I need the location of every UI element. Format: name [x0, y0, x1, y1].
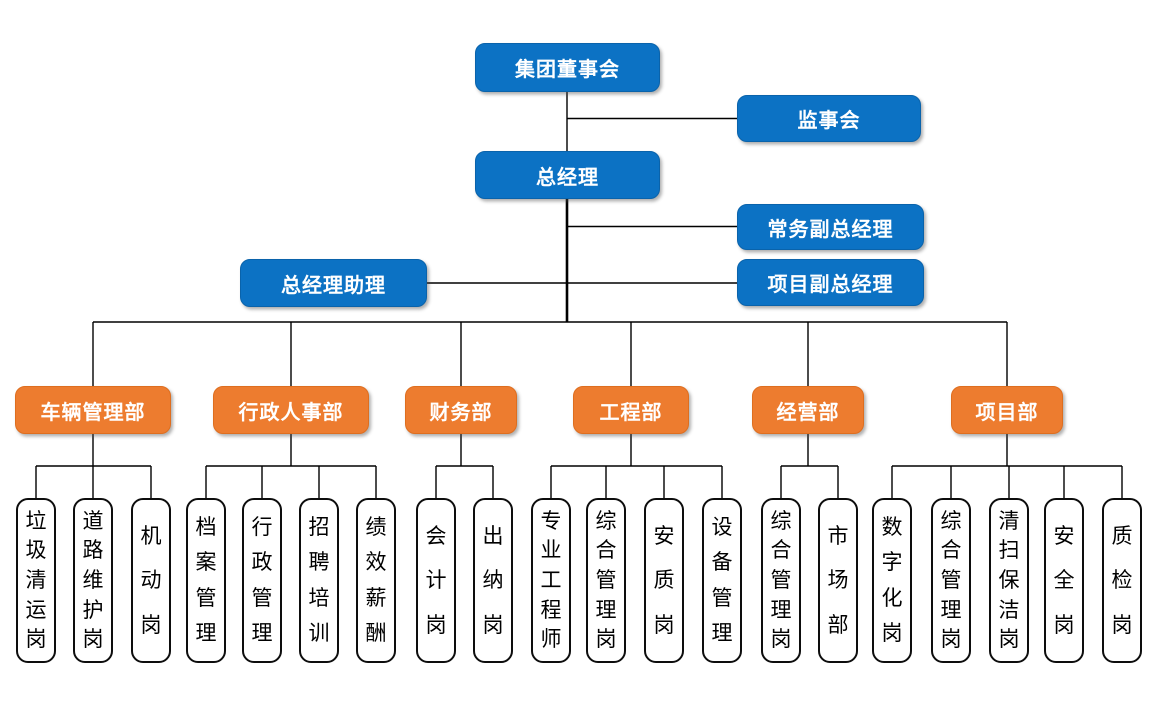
- leaf-label: 质检岗: [1111, 523, 1133, 637]
- leaf-label: 综合管理岗: [595, 508, 617, 652]
- node-label: 常务副总经理: [767, 216, 894, 241]
- node-gm-assistant: 总经理助理: [240, 259, 427, 307]
- leaf-position-digitalization: 数字化岗: [872, 498, 912, 663]
- leaf-position-general-management-proj: 综合管理岗: [931, 498, 971, 663]
- leaf-position-safety: 安全岗: [1044, 498, 1084, 663]
- leaf-position-archives-management: 档案管理: [186, 498, 226, 663]
- node-executive-vice-gm: 常务副总经理: [737, 204, 924, 250]
- node-label: 工程部: [599, 399, 663, 424]
- leaf-label: 综合管理岗: [770, 508, 792, 652]
- leaf-label: 数字化岗: [881, 514, 903, 646]
- node-group-board: 集团董事会: [475, 43, 660, 92]
- leaf-label: 道路维护岗: [82, 508, 104, 652]
- leaf-label: 会计岗: [425, 523, 447, 637]
- node-general-manager: 总经理: [475, 151, 660, 199]
- leaf-position-cleaning: 清扫保洁岗: [989, 498, 1029, 663]
- leaf-label: 设备管理: [711, 514, 733, 646]
- node-dept-finance: 财务部: [405, 386, 517, 434]
- node-label: 总经理助理: [281, 272, 386, 297]
- leaf-label: 招聘培训: [308, 514, 330, 646]
- leaf-position-cashier: 出纳岗: [473, 498, 513, 663]
- node-label: 监事会: [797, 108, 861, 132]
- leaf-position-safety-quality: 安质岗: [644, 498, 684, 663]
- node-dept-project: 项目部: [951, 386, 1063, 434]
- leaf-position-recruit-training: 招聘培训: [299, 498, 339, 663]
- leaf-position-admin-management: 行政管理: [242, 498, 282, 663]
- node-dept-admin-hr: 行政人事部: [213, 386, 369, 434]
- leaf-position-garbage-collection: 垃圾清运岗: [16, 498, 56, 663]
- node-label: 总经理: [536, 164, 599, 189]
- leaf-label: 安全岗: [1053, 523, 1075, 637]
- leaf-position-accountant: 会计岗: [416, 498, 456, 663]
- leaf-position-equipment-management: 设备管理: [702, 498, 742, 663]
- node-label: 项目副总经理: [767, 272, 894, 296]
- node-dept-operations: 经营部: [752, 386, 864, 434]
- leaf-label: 垃圾清运岗: [25, 508, 47, 652]
- leaf-label: 绩效薪酬: [365, 514, 387, 646]
- node-dept-engineering: 工程部: [573, 386, 689, 434]
- node-label: 车辆管理部: [40, 399, 146, 424]
- node-label: 集团董事会: [515, 57, 620, 81]
- leaf-label: 机动岗: [140, 523, 162, 637]
- node-project-vice-gm: 项目副总经理: [737, 259, 924, 306]
- leaf-position-road-maintenance: 道路维护岗: [73, 498, 113, 663]
- leaf-label: 安质岗: [653, 523, 675, 637]
- node-label: 经营部: [776, 399, 840, 424]
- leaf-position-general-management-eng: 综合管理岗: [586, 498, 626, 663]
- leaf-label: 市场部: [827, 523, 849, 637]
- leaf-label: 行政管理: [251, 514, 273, 646]
- leaf-position-professional-engineer: 专业工程师: [531, 498, 571, 663]
- leaf-label: 出纳岗: [482, 523, 504, 637]
- node-label: 项目部: [975, 399, 1039, 424]
- node-label: 财务部: [429, 399, 493, 424]
- leaf-label: 综合管理岗: [940, 508, 962, 652]
- leaf-position-market-dept: 市场部: [818, 498, 858, 663]
- leaf-label: 专业工程师: [540, 508, 562, 652]
- leaf-position-performance-payroll: 绩效薪酬: [356, 498, 396, 663]
- node-label: 行政人事部: [238, 399, 344, 424]
- node-dept-vehicle-management: 车辆管理部: [15, 386, 171, 434]
- node-supervisory-board: 监事会: [737, 95, 921, 142]
- leaf-position-general-management-ops: 综合管理岗: [761, 498, 801, 663]
- leaf-position-mobile-duty: 机动岗: [131, 498, 171, 663]
- leaf-label: 清扫保洁岗: [998, 508, 1020, 652]
- leaf-position-quality-inspection: 质检岗: [1102, 498, 1142, 663]
- leaf-label: 档案管理: [195, 514, 217, 646]
